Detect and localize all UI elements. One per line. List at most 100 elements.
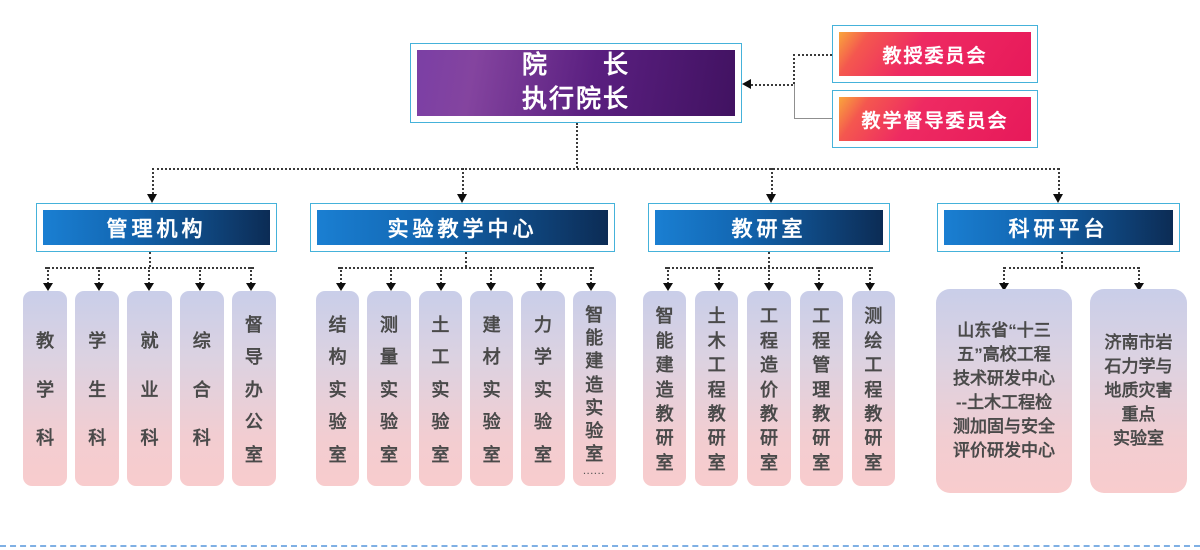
arrow-down-icon	[999, 283, 1009, 291]
org-unit-box: 工程造价教研室	[747, 291, 791, 486]
group-header-fill: 管理机构	[43, 210, 270, 245]
org-unit-label: 智能建造实验室	[585, 305, 604, 464]
org-unit-label: 土木工程教研室	[707, 306, 726, 473]
arrow-down-icon	[713, 283, 724, 291]
org-unit-box: 教学科	[23, 291, 68, 486]
org-unit-label: 工程造价教研室	[760, 306, 778, 473]
org-unit-box: 综合科	[179, 291, 224, 486]
arrow-down-icon	[663, 283, 674, 291]
arrow-down-icon	[586, 283, 596, 291]
org-unit-box: 济南市岩 石力学与 地质灾害 重点 实验室	[1090, 289, 1187, 493]
arrow-down-icon	[336, 283, 346, 291]
connector-line	[771, 168, 773, 194]
org-unit-box: 土木工程教研室	[695, 291, 739, 486]
dean-box-fill: 院 长 执行院长	[417, 50, 735, 116]
connector-branch	[23, 252, 276, 291]
group-header-lab-center: 实验教学中心	[310, 203, 615, 252]
org-unit-label: 综合科	[192, 330, 211, 449]
group-header-teaching-research: 教研室	[648, 203, 890, 252]
org-unit-box: 土工实验室	[418, 291, 462, 486]
connector-line	[793, 54, 832, 56]
org-unit-label: 学生科	[88, 330, 107, 449]
arrow-down-icon	[245, 283, 256, 291]
group-header-management: 管理机构	[36, 203, 277, 252]
connector-branch	[936, 252, 1187, 291]
arrow-down-icon	[764, 283, 775, 291]
committee-label: 教授委员会	[882, 45, 988, 67]
dean-title-line1: 院 长	[521, 51, 630, 80]
arrow-down-icon	[1133, 283, 1144, 291]
connector-line	[794, 118, 832, 119]
connector-line	[576, 123, 578, 168]
connector-line	[794, 84, 795, 119]
connector-line	[462, 168, 464, 194]
connector-line	[1058, 168, 1060, 194]
arrow-down-icon	[43, 283, 54, 291]
committee-box-professor: 教授委员会	[832, 25, 1038, 83]
org-unit-box: 建材实验室	[469, 291, 514, 486]
dean-box: 院 长 执行院长	[410, 43, 742, 123]
connector-branch	[643, 252, 895, 291]
org-unit-label: 建材实验室	[482, 314, 501, 465]
org-unit-label: 济南市岩 石力学与 地质灾害 重点 实验室	[1104, 332, 1173, 449]
org-unit-label: 力学实验室	[533, 314, 552, 465]
arrow-down-icon	[147, 194, 157, 203]
org-unit-box: 工程管理教研室	[799, 291, 843, 486]
connector-line	[793, 54, 795, 84]
ellipsis-dots: ······	[583, 469, 606, 478]
org-unit-box: 智能建造教研室	[643, 291, 687, 486]
org-unit-box: 力学实验室	[521, 291, 565, 486]
org-unit-label: 督导办公室	[244, 314, 263, 465]
research-platform-row: 山东省“十三 五”高校工程 技术研发中心 --土木工程检 测加固与安全 评价研发…	[936, 289, 1187, 493]
org-unit-label: 测绘工程教研室	[864, 306, 883, 473]
group-header-label: 管理机构	[106, 217, 207, 241]
arrow-left-icon	[742, 79, 751, 89]
org-unit-label: 结构实验室	[328, 314, 347, 465]
group-header-label: 科研平台	[1008, 217, 1109, 241]
arrow-down-icon	[195, 283, 206, 291]
org-unit-box: 测量实验室	[367, 291, 411, 486]
org-unit-label: 就业科	[140, 330, 159, 449]
org-unit-label: 测量实验室	[379, 314, 398, 465]
org-unit-label: 教学科	[36, 330, 55, 449]
group-header-label: 实验教学中心	[387, 217, 538, 241]
org-unit-box: 督导办公室	[231, 291, 277, 486]
group-header-fill: 教研室	[655, 210, 883, 245]
org-unit-label: 土工实验室	[431, 314, 450, 465]
arrow-down-icon	[1053, 194, 1063, 203]
arrow-down-icon	[436, 283, 446, 291]
org-unit-box: 测绘工程教研室	[851, 291, 896, 486]
connector-line	[751, 84, 793, 86]
org-unit-label: 工程管理教研室	[812, 306, 831, 473]
committee-label: 教学督导委员会	[861, 110, 1009, 132]
group-header-fill: 实验教学中心	[317, 210, 608, 245]
group-header-fill: 科研平台	[944, 210, 1173, 245]
group-header-research-platform: 科研平台	[937, 203, 1180, 252]
dean-title-line2: 执行院长	[521, 85, 630, 113]
connector-branch	[316, 252, 616, 291]
arrow-down-icon	[457, 194, 467, 203]
arrow-down-icon	[486, 283, 496, 291]
arrow-down-icon	[536, 283, 546, 291]
management-units-row: 教学科 学生科 就业科 综合科 督导办公室	[23, 291, 277, 486]
org-unit-box: 就业科	[127, 291, 172, 486]
arrow-down-icon	[386, 283, 396, 291]
arrow-down-icon	[144, 283, 155, 291]
org-unit-box: 山东省“十三 五”高校工程 技术研发中心 --土木工程检 测加固与安全 评价研发…	[936, 289, 1072, 493]
arrow-down-icon	[814, 283, 825, 291]
org-unit-box: 智能建造实验室 ······	[572, 291, 616, 486]
arrow-down-icon	[864, 283, 875, 291]
org-unit-box: 结构实验室	[316, 291, 360, 486]
lab-units-row: 结构实验室 测量实验室 土工实验室 建材实验室 力学实验室 智能建造实验室 ··…	[316, 291, 616, 486]
teaching-research-units-row: 智能建造教研室 土木工程教研室 工程造价教研室 工程管理教研室 测绘工程教研室	[643, 291, 896, 486]
arrow-down-icon	[766, 194, 776, 203]
arrow-down-icon	[93, 283, 104, 291]
committee-box-fill: 教授委员会	[839, 32, 1031, 76]
org-unit-label: 智能建造教研室	[655, 306, 674, 473]
group-header-label: 教研室	[731, 217, 807, 241]
connector-line	[152, 168, 154, 194]
org-unit-box: 学生科	[75, 291, 120, 486]
connector-line	[152, 168, 1059, 170]
committee-box-supervision: 教学督导委员会	[832, 90, 1038, 148]
